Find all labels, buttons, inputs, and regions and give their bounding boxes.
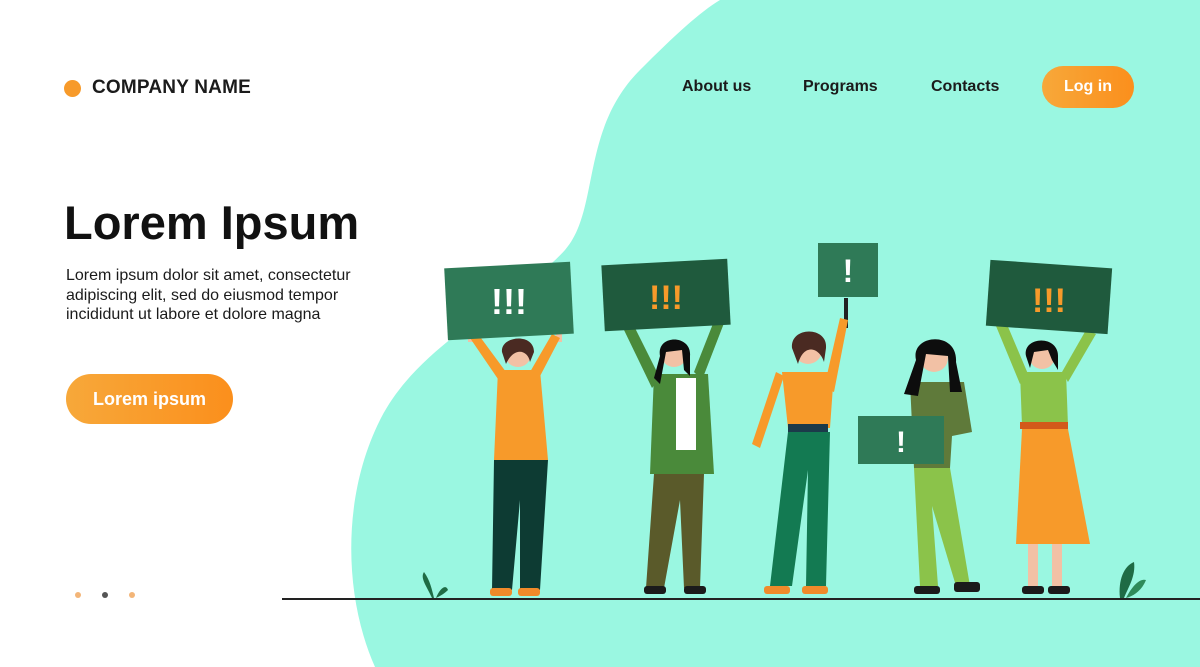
sign-1: !!! (444, 261, 574, 341)
sign-2-text: !!! (649, 279, 683, 317)
brand-name: COMPANY NAME (92, 77, 251, 98)
sign-4: ! (858, 416, 944, 464)
plant-right-icon (1119, 562, 1146, 598)
pagination-dot-1[interactable] (75, 592, 81, 598)
hero-title: Lorem Ipsum (64, 196, 360, 249)
sign-3: ! (818, 243, 878, 297)
person-5 (996, 322, 1096, 594)
plant-left-icon (422, 572, 448, 598)
hero-line-2: adipiscing elit, sed do eiusmod tempor (66, 286, 339, 304)
top-navigation: About us Programs Contacts Log in (0, 66, 1200, 110)
person-4 (904, 339, 980, 594)
sign-5-text: !!! (1032, 282, 1066, 320)
brand-logo[interactable]: COMPANY NAME (64, 77, 251, 99)
person-3 (752, 298, 848, 594)
hero-cta-button[interactable]: Lorem ipsum (66, 374, 233, 424)
pagination-dot-3[interactable] (129, 592, 135, 598)
hero-description: Lorem ipsum dolor sit amet, consectetur … (66, 266, 426, 325)
sign-3-text: ! (843, 253, 854, 289)
pagination-dot-2[interactable] (102, 592, 108, 598)
sign-2: !!! (601, 258, 731, 332)
sign-1-text: !!! (491, 281, 527, 322)
login-button[interactable]: Log in (1042, 66, 1134, 108)
hero-line-1: Lorem ipsum dolor sit amet, consectetur (66, 267, 351, 284)
logo-dot-icon (64, 79, 81, 97)
sign-4-text: ! (896, 426, 906, 459)
nav-link-about-us[interactable]: About us (682, 78, 752, 95)
nav-link-contacts[interactable]: Contacts (931, 78, 1000, 95)
hero-line-3: incididunt ut labore et dolore magna (66, 306, 321, 323)
person-2 (624, 316, 726, 594)
pagination-dots (75, 592, 135, 598)
nav-link-programs[interactable]: Programs (803, 78, 878, 95)
sign-5: !!! (985, 259, 1113, 335)
person-1 (468, 322, 562, 596)
